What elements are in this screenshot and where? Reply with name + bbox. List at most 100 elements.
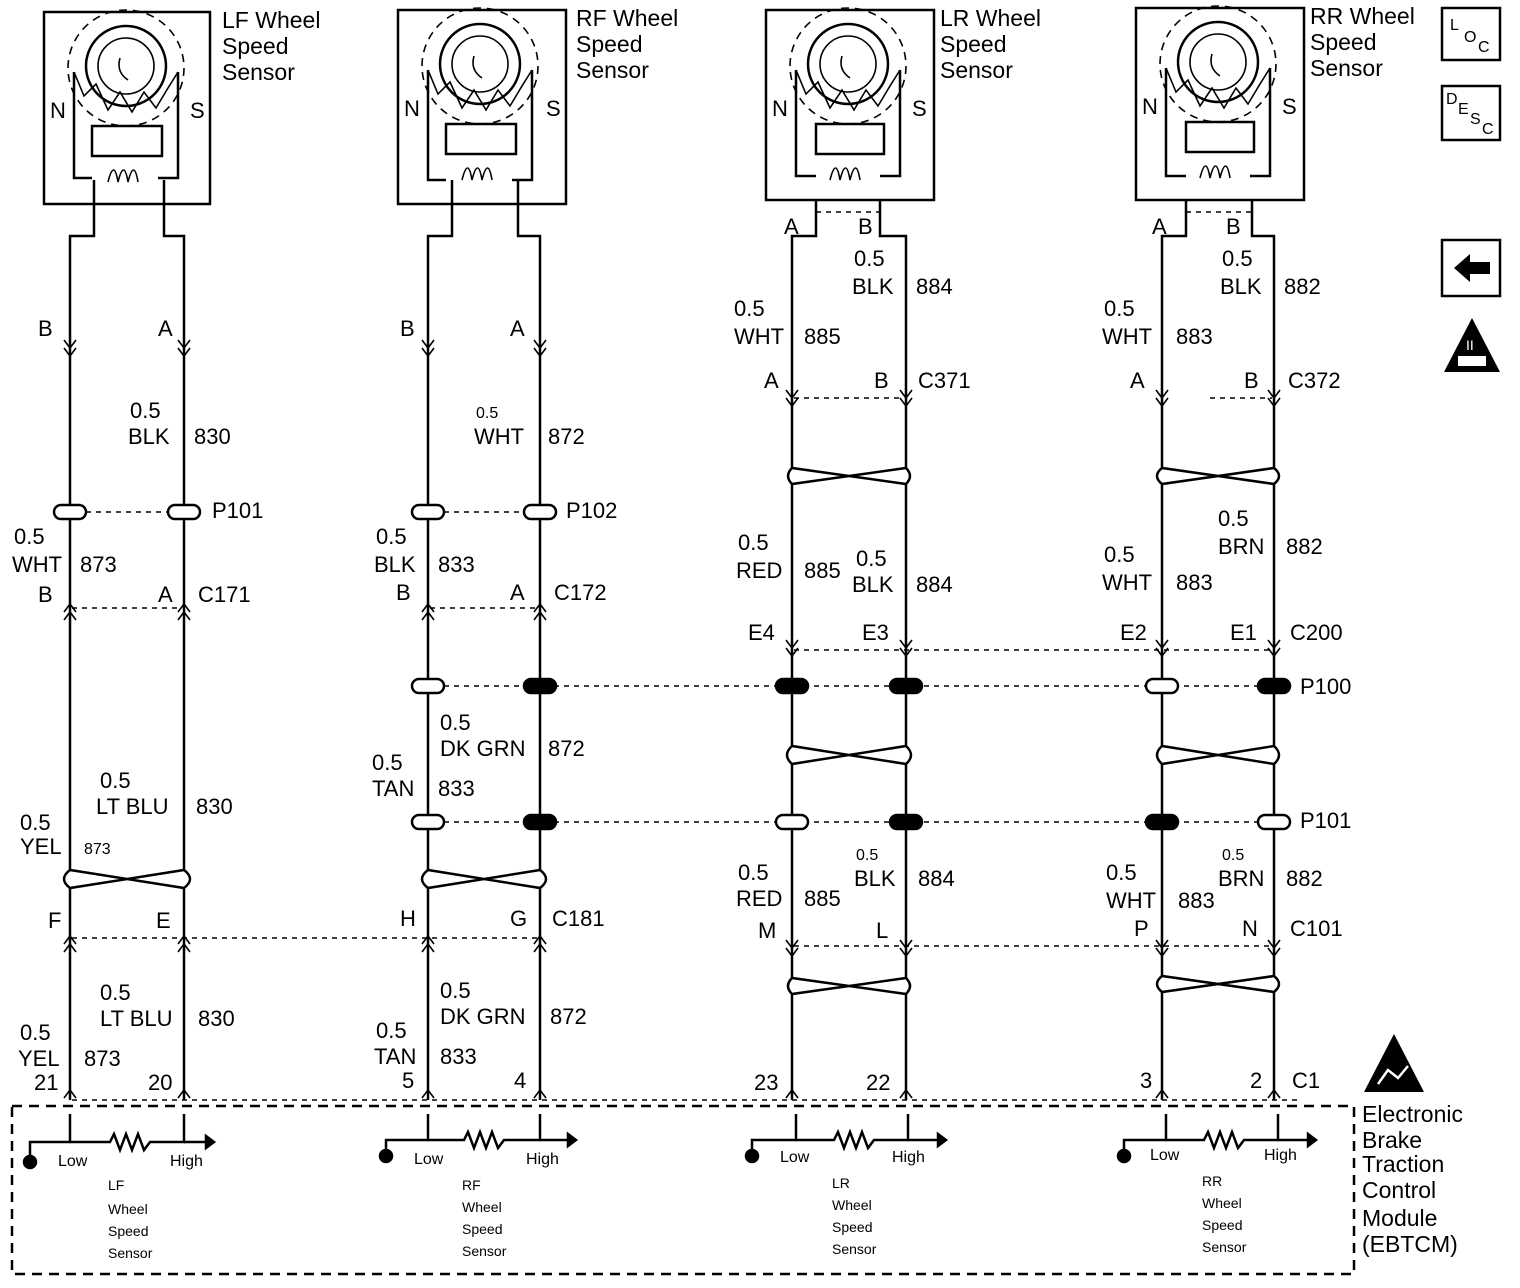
lf-w3-circuit: 830 (196, 794, 233, 819)
lr-c101-l: L (876, 918, 888, 943)
desc-c: C (1482, 121, 1494, 138)
rr-w6-color: BRN (1218, 866, 1264, 891)
lr-sensor-title-1: LR Wheel (940, 5, 1041, 31)
rf-c181-h: H (400, 906, 416, 931)
lr-c371-b: B (874, 368, 889, 393)
lr-w6-gauge: 0.5 (856, 847, 878, 864)
rr-w3-color: BRN (1218, 534, 1264, 559)
rr-w2-circuit: 883 (1176, 324, 1213, 349)
rr-w5-color: WHT (1106, 888, 1156, 913)
mod-rr-label-4: Sensor (1202, 1239, 1247, 1255)
lr-w2-gauge: 0.5 (734, 296, 765, 321)
lr-pin-23: 23 (754, 1070, 778, 1095)
mod-rr-label-2: Wheel (1202, 1195, 1242, 1211)
rr-sensor-title-3: Sensor (1310, 55, 1383, 81)
rr-w5-gauge: 0.5 (1106, 860, 1137, 885)
rr-c101-n: N (1242, 916, 1258, 941)
rr-c372-a: A (1130, 368, 1145, 393)
loc-l: L (1450, 17, 1459, 34)
rr-pole-n: N (1142, 94, 1158, 119)
lr-pin-b: B (858, 214, 873, 239)
desc-icon[interactable]: D E S C (1440, 84, 1502, 142)
loc-icon[interactable]: L O C (1440, 6, 1502, 62)
arrow-left-icon[interactable] (1440, 238, 1502, 298)
rf-sensor-title-3: Sensor (576, 57, 649, 83)
rf-w4-gauge: 0.5 (372, 750, 403, 775)
rf-p102: P102 (566, 498, 617, 523)
rf-wires (426, 180, 542, 1100)
rf-sensor: N S (396, 7, 568, 206)
rf-high-label: High (526, 1151, 559, 1168)
lf-pole-s: S (190, 98, 205, 123)
lf-low-label: Low (58, 1153, 88, 1170)
lr-w5-circuit: 885 (804, 886, 841, 911)
warning-icon-text: II (1466, 337, 1474, 353)
lf-c181-e: E (156, 908, 171, 933)
pass-through-symbols (52, 503, 1292, 831)
lr-w3-color: RED (736, 558, 782, 583)
rf-pole-s: S (546, 96, 561, 121)
rr-w2-gauge: 0.5 (1104, 296, 1135, 321)
mod-rf-label-4: Sensor (462, 1243, 507, 1259)
lf-w2-color: WHT (12, 552, 62, 577)
rr-w4-circuit: 883 (1176, 570, 1213, 595)
rf-w6-color: TAN (374, 1044, 416, 1069)
lf-w1-color: BLK (128, 424, 170, 449)
mod-lf-label-2: Wheel (108, 1201, 148, 1217)
ebtcm-name-4: Control (1362, 1177, 1436, 1203)
lr-w1-gauge: 0.5 (854, 246, 885, 271)
twisted-pair-symbols (62, 466, 1281, 996)
lf-c171-a: A (158, 582, 173, 607)
lf-w6-gauge: 0.5 (20, 1020, 51, 1045)
lf-c181-f: F (48, 908, 61, 933)
lr-sensor-title-3: Sensor (940, 57, 1013, 83)
lf-sensor-title-2: Speed (222, 33, 289, 59)
rf-w5-gauge: 0.5 (440, 978, 471, 1003)
mod-rf-label-1: RF (462, 1177, 481, 1193)
lr-c200-e4: E4 (748, 620, 775, 645)
rf-w5-circuit: 872 (550, 1004, 587, 1029)
lr-high-label: High (892, 1149, 925, 1166)
lr-low-label: Low (780, 1149, 810, 1166)
lf-w5-color: LT BLU (100, 1006, 173, 1031)
lr-w6-color: BLK (854, 866, 896, 891)
rr-pin-a: A (1152, 214, 1167, 239)
lf-w4-gauge: 0.5 (20, 810, 51, 835)
mod-lr-label-4: Sensor (832, 1241, 877, 1257)
rr-high-label: High (1264, 1147, 1297, 1164)
mod-rr-label-1: RR (1202, 1173, 1222, 1189)
desc-e: E (1458, 101, 1469, 118)
module-inputs (22, 1114, 1319, 1170)
lr-c101-m: M (758, 918, 776, 943)
lr-w3-circuit: 885 (804, 558, 841, 583)
lr-pole-n: N (772, 96, 788, 121)
rf-w1-gauge: 0.5 (476, 405, 498, 422)
lr-w4-gauge: 0.5 (856, 546, 887, 571)
lf-pin-b: B (38, 316, 53, 341)
rf-w4-color: TAN (372, 776, 414, 801)
lf-pole-n: N (50, 98, 66, 123)
rr-w4-gauge: 0.5 (1104, 542, 1135, 567)
lr-w5-color: RED (736, 886, 782, 911)
ebtcm-name-3: Traction (1362, 1151, 1444, 1177)
rf-c181-g: G (510, 906, 527, 931)
rr-low-label: Low (1150, 1147, 1180, 1164)
rr-w4-color: WHT (1102, 570, 1152, 595)
rf-pin-5: 5 (402, 1068, 414, 1093)
connector-chevrons (63, 339, 1281, 1099)
rr-pole-s: S (1282, 94, 1297, 119)
ebtcm-name-2: Brake (1362, 1127, 1422, 1153)
lf-w2-circuit: 873 (80, 552, 117, 577)
rf-w1-circuit: 872 (548, 424, 585, 449)
lf-w1-circuit: 830 (194, 424, 231, 449)
lf-w4-color: YEL (20, 834, 62, 859)
lr-c371: C371 (918, 368, 971, 393)
rr-w2-color: WHT (1102, 324, 1152, 349)
lf-pin-a: A (158, 316, 173, 341)
rf-low-label: Low (414, 1151, 444, 1168)
rr-c372: C372 (1288, 368, 1341, 393)
rf-sensor-title-2: Speed (576, 31, 643, 57)
lr-pin-22: 22 (866, 1070, 890, 1095)
mod-lr-label-3: Speed (832, 1219, 872, 1235)
